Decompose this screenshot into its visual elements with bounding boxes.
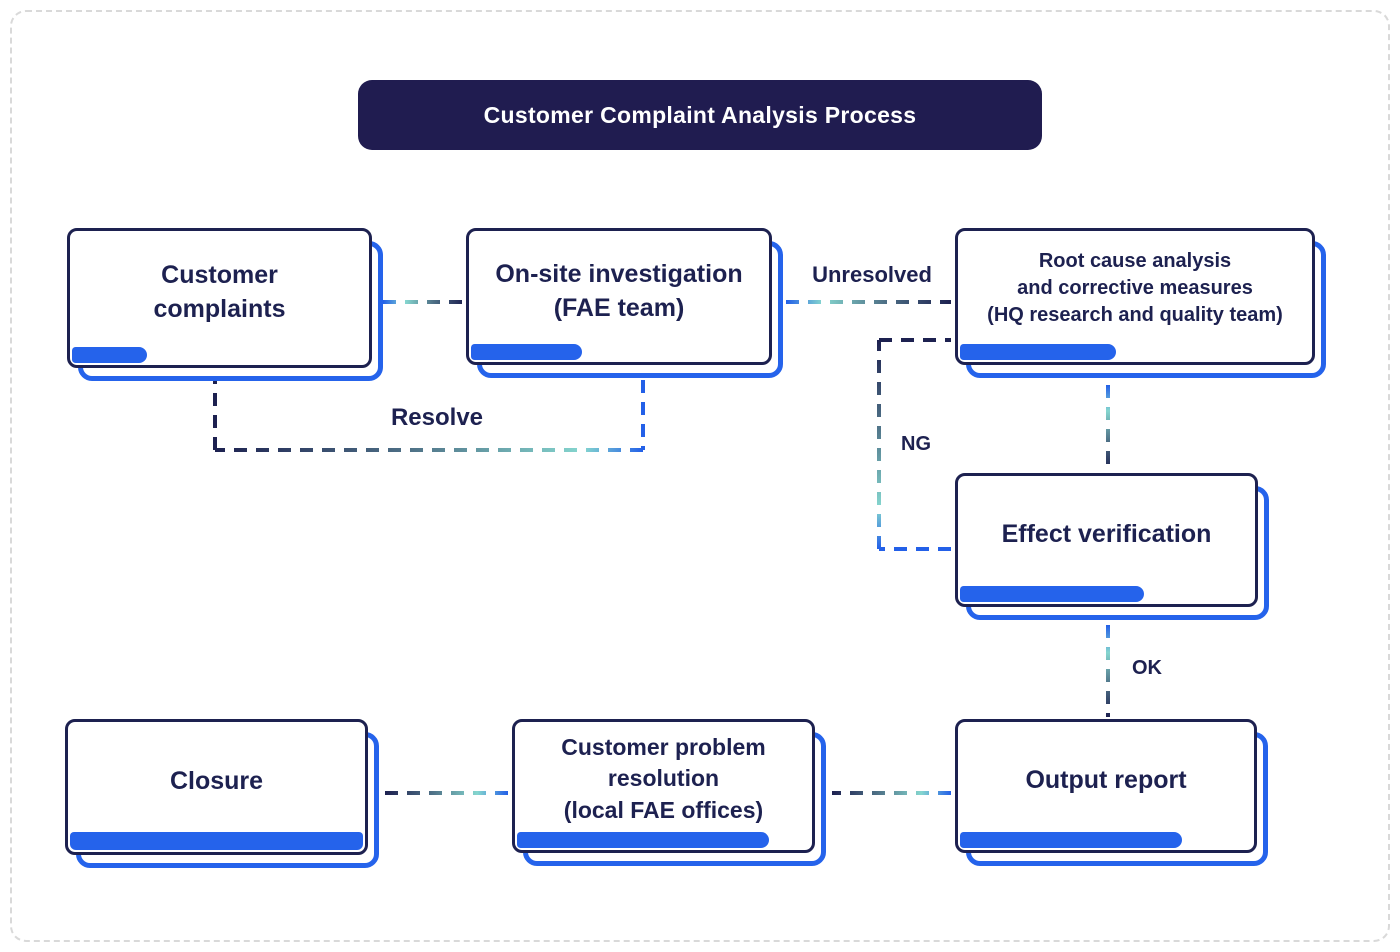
progress-accent	[471, 344, 582, 360]
node-root-cause: Root cause analysis and corrective measu…	[955, 228, 1326, 378]
node-closure: Closure	[65, 719, 379, 868]
node-customer-problem-resolution: Customer problem resolution (local FAE o…	[512, 719, 826, 866]
node-face: Effect verification	[955, 473, 1258, 607]
node-label: On-site investigation (FAE team)	[495, 259, 743, 322]
edge-label-unresolved: Unresolved	[812, 262, 932, 287]
node-onsite-investigation: On-site investigation (FAE team)	[466, 228, 783, 378]
diagram-title: Customer Complaint Analysis Process	[358, 80, 1042, 150]
progress-accent	[960, 586, 1145, 602]
node-label: Effect verification	[1001, 520, 1212, 549]
node-face: On-site investigation (FAE team)	[466, 228, 772, 365]
edge-label-resolve: Resolve	[390, 404, 484, 431]
node-face: Customer complaints	[67, 228, 372, 368]
edge-label-ok: OK	[1132, 657, 1162, 679]
progress-accent	[960, 832, 1182, 848]
progress-accent	[70, 832, 363, 850]
node-effect-verification: Effect verification	[955, 473, 1269, 620]
node-label: Customer problem resolution (local FAE o…	[561, 734, 766, 823]
node-face: Closure	[65, 719, 368, 855]
progress-accent	[72, 347, 147, 363]
node-face: Customer problem resolution (local FAE o…	[512, 719, 815, 853]
node-customer-complaints: Customer complaints	[67, 228, 383, 381]
node-label: Customer complaints	[153, 261, 286, 323]
diagram-title-text: Customer Complaint Analysis Process	[483, 101, 917, 128]
node-label: Output report	[1025, 766, 1187, 795]
node-label: Root cause analysis and corrective measu…	[987, 250, 1283, 326]
node-label: Closure	[169, 767, 264, 796]
node-output-report: Output report	[955, 719, 1268, 866]
page-dashed-border	[10, 10, 1390, 942]
progress-accent	[517, 832, 770, 848]
progress-accent	[960, 344, 1116, 360]
node-face: Output report	[955, 719, 1257, 853]
node-face: Root cause analysis and corrective measu…	[955, 228, 1315, 365]
edge-label-ng: NG	[901, 433, 931, 455]
